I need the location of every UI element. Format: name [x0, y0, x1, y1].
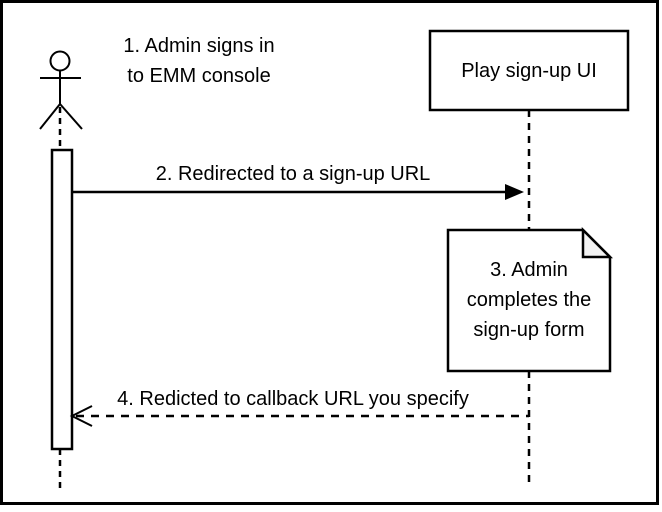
actor-icon	[39, 50, 83, 130]
participant-label: Play sign-up UI	[430, 31, 628, 110]
actor-activation-bar	[50, 148, 74, 451]
message-2-label: 2. Redirected to a sign-up URL	[155, 163, 431, 185]
message-1-line-1: 1. Admin signs in	[123, 35, 275, 57]
message-4-label: 4. Redicted to callback URL you specify	[117, 388, 469, 410]
message-2-arrow	[72, 184, 524, 200]
actor-right-leg	[59, 103, 83, 130]
note-fold-corner	[581, 226, 614, 259]
note-shape	[446, 226, 614, 373]
note-label: 3. Admin completes the sign-up form	[448, 255, 610, 345]
message-4-open-arrowhead	[69, 405, 93, 427]
message-1-label: 1. Admin signs in to EMM console	[96, 31, 302, 91]
message-2-arrowhead	[505, 184, 524, 200]
participant-name: Play sign-up UI	[461, 59, 597, 82]
note-line-3: sign-up form	[473, 319, 585, 341]
note-outline	[446, 228, 612, 373]
note-line-2: completes the	[466, 289, 592, 311]
note-line-1: 3. Admin	[490, 259, 568, 281]
actor-head	[49, 50, 71, 72]
message-4-arrow	[69, 405, 529, 427]
message-1-line-2: to EMM console	[127, 65, 271, 87]
participant-box	[428, 29, 630, 112]
actor-left-leg	[39, 103, 61, 130]
